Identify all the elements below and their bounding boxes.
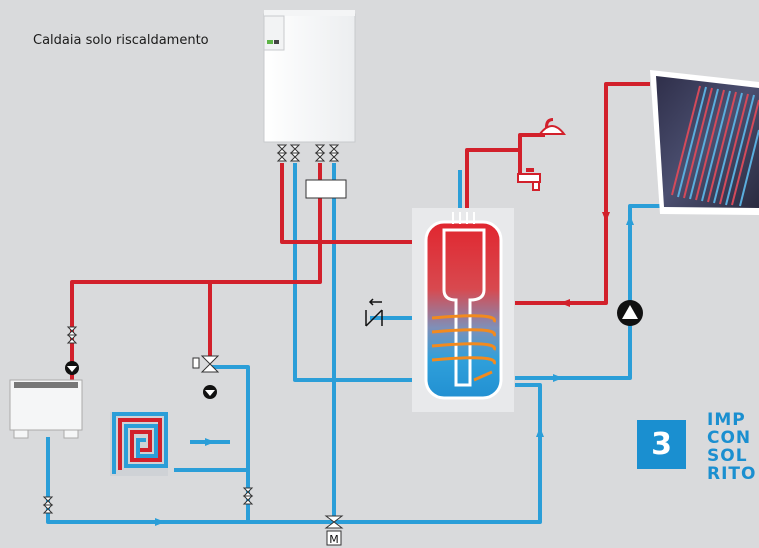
boiler-connection-valves — [276, 144, 340, 162]
arrow-up-icon — [536, 427, 544, 437]
shower-icon — [537, 118, 567, 135]
arrow-left-icon — [560, 299, 570, 307]
pump-icon[interactable] — [617, 300, 643, 326]
cold-pipes — [46, 163, 660, 524]
shower-pipe — [518, 133, 545, 150]
motorized-mixing-valve-icon[interactable]: M — [324, 515, 344, 546]
floor-heating-coil-icon[interactable] — [110, 412, 168, 476]
valve-icon — [328, 144, 340, 162]
hydraulic-separator-icon — [305, 179, 347, 199]
tank-inner-tube — [442, 228, 486, 387]
step-title: IMP CON SOL RITO — [707, 411, 756, 483]
check-valve-icon[interactable] — [365, 298, 383, 327]
step-title-line: RITO — [707, 464, 757, 484]
boiler[interactable] — [263, 10, 356, 143]
valve-icon — [276, 144, 288, 162]
three-way-valve-icon[interactable] — [192, 355, 220, 373]
hot-pipes — [70, 82, 650, 385]
arrow-down-icon — [602, 212, 610, 222]
arrow-up-icon — [626, 215, 634, 225]
step-title-line: IMP — [707, 410, 746, 430]
arrow-right-icon — [553, 374, 563, 382]
valve-icon — [289, 144, 301, 162]
pump-icon[interactable] — [203, 385, 217, 399]
step-title-line: SOL — [707, 446, 748, 466]
valve-icon[interactable] — [242, 487, 254, 505]
step-number-badge: 3 — [637, 420, 686, 469]
valve-icon — [314, 144, 326, 162]
svg-text:M: M — [329, 533, 339, 546]
solar-collector-icon[interactable] — [650, 70, 759, 215]
tank-heat-exchanger — [431, 314, 496, 382]
hot-water-outlet-pipe — [465, 148, 520, 210]
boiler-return-pipe-a — [293, 163, 415, 382]
tap-icon — [517, 168, 541, 191]
main-return-pipe — [46, 383, 542, 524]
fan-coil-icon[interactable] — [9, 379, 83, 439]
arrow-right-icon — [205, 438, 215, 446]
flow-arrows — [155, 212, 634, 526]
boiler-flow-pipe-a — [280, 163, 415, 244]
floor-heating-return — [174, 468, 250, 522]
solar-return-pipe — [515, 204, 660, 380]
valve-icon[interactable] — [42, 496, 54, 514]
valve-icon[interactable] — [66, 326, 78, 344]
pump-icon[interactable] — [65, 361, 79, 375]
mixing-loop-pipe — [211, 365, 250, 470]
boiler-flow-pipe-b — [70, 163, 322, 330]
boiler-status-led — [267, 40, 273, 44]
arrow-right-icon — [155, 518, 165, 526]
boiler-label: Caldaia solo riscaldamento — [33, 33, 209, 48]
storage-tank-icon[interactable] — [412, 208, 514, 412]
step-title-line: CON — [707, 428, 752, 448]
